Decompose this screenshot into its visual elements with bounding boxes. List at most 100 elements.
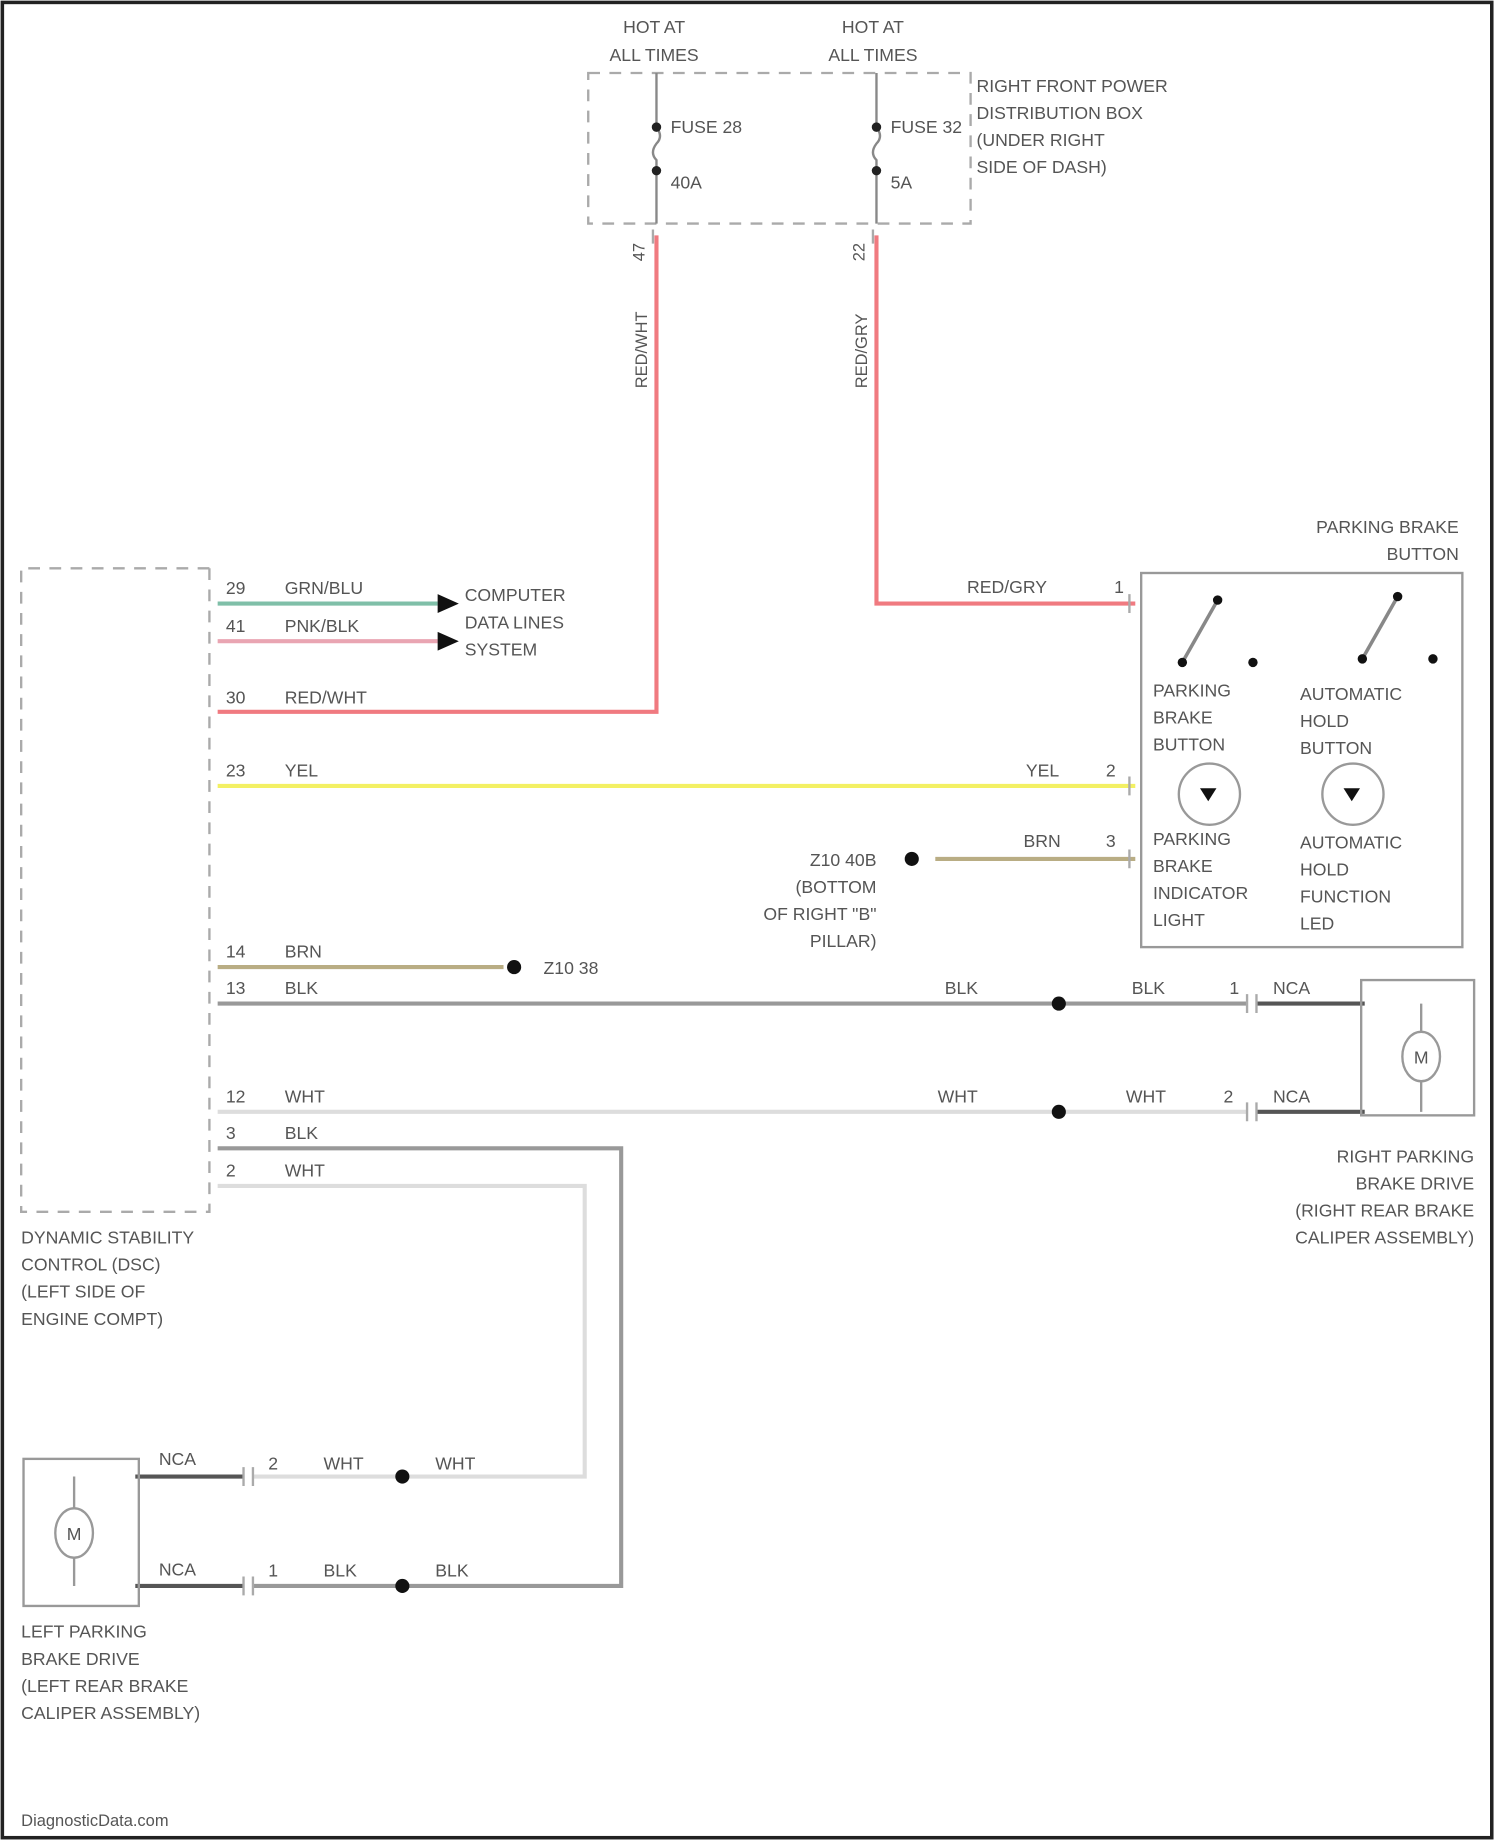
switch-icon: [1180, 595, 1400, 664]
diagram-label: WHT: [324, 1453, 364, 1473]
diagram-label: 29: [226, 578, 246, 598]
diagram-label: 3: [1106, 831, 1116, 851]
motor-icon: [1401, 1030, 1442, 1083]
diagram-label: RED/GRY: [967, 577, 1047, 597]
diagram-label: 1: [1229, 978, 1239, 998]
footer-watermark: DiagnosticData.com: [21, 1812, 168, 1830]
wire-red-gry: [874, 235, 1136, 606]
diagram-label: OF RIGHT "B": [763, 904, 876, 924]
wire-red-wht: [217, 235, 659, 714]
diagram-label: BLK: [285, 978, 319, 998]
diagram-label: BRN: [285, 942, 322, 962]
diagram-label: Z10 40B: [810, 850, 877, 870]
led-icon: [1177, 762, 1242, 826]
ground-icon: [507, 960, 522, 975]
fuse-32-icon: [871, 72, 882, 224]
diagram-label: BUTTON: [1153, 735, 1225, 755]
data-lines-label: SYSTEM: [465, 639, 537, 659]
diagram-label: RED/WHT: [285, 688, 367, 708]
diagram-label: (RIGHT REAR BRAKE: [1295, 1201, 1474, 1221]
diagram-label: ALL TIMES: [610, 45, 699, 65]
diagram-label: AUTOMATIC: [1300, 684, 1402, 704]
connectors: [242, 229, 1258, 1596]
diagram-label: BLK: [945, 978, 979, 998]
diagram-label: M: [67, 1524, 82, 1544]
diagram-label: 23: [226, 761, 246, 781]
diagram-label: (LEFT REAR BRAKE: [21, 1676, 188, 1696]
diagram-label: RIGHT PARKING: [1337, 1146, 1474, 1166]
diagram-label: RED/GRY: [853, 314, 871, 389]
dsc-module: DYNAMIC STABILITY CONTROL (DSC) (LEFT SI…: [20, 567, 367, 1329]
diagram-label: ALL TIMES: [828, 45, 917, 65]
led-icon: [1321, 762, 1385, 826]
diagram-label: NCA: [1273, 1086, 1310, 1106]
diagram-label: WHT: [938, 1086, 978, 1106]
diagram-label: RIGHT FRONT POWER: [976, 76, 1167, 96]
diagram-label: 2: [1224, 1086, 1234, 1106]
diagram-label: 22: [851, 243, 869, 261]
diagram-label: BRAKE: [1153, 708, 1213, 728]
diagram-label: 40A: [671, 172, 703, 192]
diagram-label: LIGHT: [1153, 910, 1205, 930]
diagram-label: HOT AT: [842, 17, 904, 37]
diagram-label: LED: [1300, 913, 1334, 933]
diagram-label: YEL: [1026, 761, 1060, 781]
diagram-label: NCA: [159, 1449, 196, 1469]
ground-label: Z10 38: [544, 958, 599, 978]
diagram-label: PARKING BRAKE: [1316, 517, 1459, 537]
splice-points: [395, 594, 1066, 1593]
diagram-label: 12: [226, 1086, 246, 1106]
diagram-label: NCA: [1273, 978, 1310, 998]
arrow-icon: [437, 594, 459, 651]
diagram-label: WHT: [285, 1161, 325, 1181]
diagram-label: 41: [226, 616, 246, 636]
diagram-label: M: [1414, 1048, 1429, 1068]
diagram-label: PILLAR): [810, 931, 877, 951]
diagram-label: PNK/BLK: [285, 616, 360, 636]
diagram-label: 30: [226, 688, 246, 708]
diagram-label: DYNAMIC STABILITY: [21, 1228, 194, 1248]
diagram-label: (BOTTOM: [796, 877, 877, 897]
diagram-label: 1: [1114, 577, 1124, 597]
diagram-label: 2: [268, 1453, 278, 1473]
wire-nca-left: [135, 1474, 244, 1588]
diagram-label: BRN: [1024, 831, 1061, 851]
power-distribution-box: HOT AT ALL TIMES HOT AT ALL TIMES FUSE 2…: [587, 17, 1168, 389]
diagram-label: BRAKE: [1153, 856, 1213, 876]
motor-icon: [54, 1507, 95, 1559]
diagram-label: (UNDER RIGHT: [976, 130, 1104, 150]
diagram-label: 5A: [891, 172, 913, 192]
diagram-label: CALIPER ASSEMBLY): [1295, 1228, 1474, 1248]
diagram-label: FUNCTION: [1300, 886, 1391, 906]
ground-2-label: Z10 40B (BOTTOM OF RIGHT "B" PILLAR): [763, 850, 876, 951]
diagram-label: BLK: [1132, 978, 1166, 998]
diagram-label: BUTTON: [1387, 544, 1459, 564]
diagram-label: HOLD: [1300, 711, 1349, 731]
diagram-label: WHT: [285, 1086, 325, 1106]
diagram-label: INDICATOR: [1153, 883, 1248, 903]
diagram-label: PARKING: [1153, 829, 1231, 849]
diagram-label: RED/WHT: [633, 311, 651, 388]
data-lines-label: DATA LINES: [465, 612, 564, 632]
diagram-label: NCA: [159, 1559, 196, 1579]
diagram-label: CALIPER ASSEMBLY): [21, 1703, 200, 1723]
diagram-label: FUSE 32: [891, 117, 963, 137]
diagram-label: BRAKE DRIVE: [1356, 1173, 1475, 1193]
diagram-label: 3: [226, 1123, 236, 1143]
diagram-label: ENGINE COMPT): [21, 1309, 163, 1329]
wire-wht-left: [217, 1183, 587, 1479]
diagram-label: DISTRIBUTION BOX: [976, 103, 1143, 123]
diagram-label: 1: [268, 1561, 278, 1581]
ground-icon: [904, 851, 919, 866]
diagram-label: BLK: [324, 1561, 358, 1581]
data-lines-label: COMPUTER: [465, 585, 566, 605]
diagram-label: LEFT PARKING: [21, 1622, 147, 1642]
diagram-label: FUSE 28: [671, 117, 743, 137]
diagram-label: CONTROL (DSC): [21, 1255, 160, 1275]
diagram-label: BRAKE DRIVE: [21, 1649, 140, 1669]
